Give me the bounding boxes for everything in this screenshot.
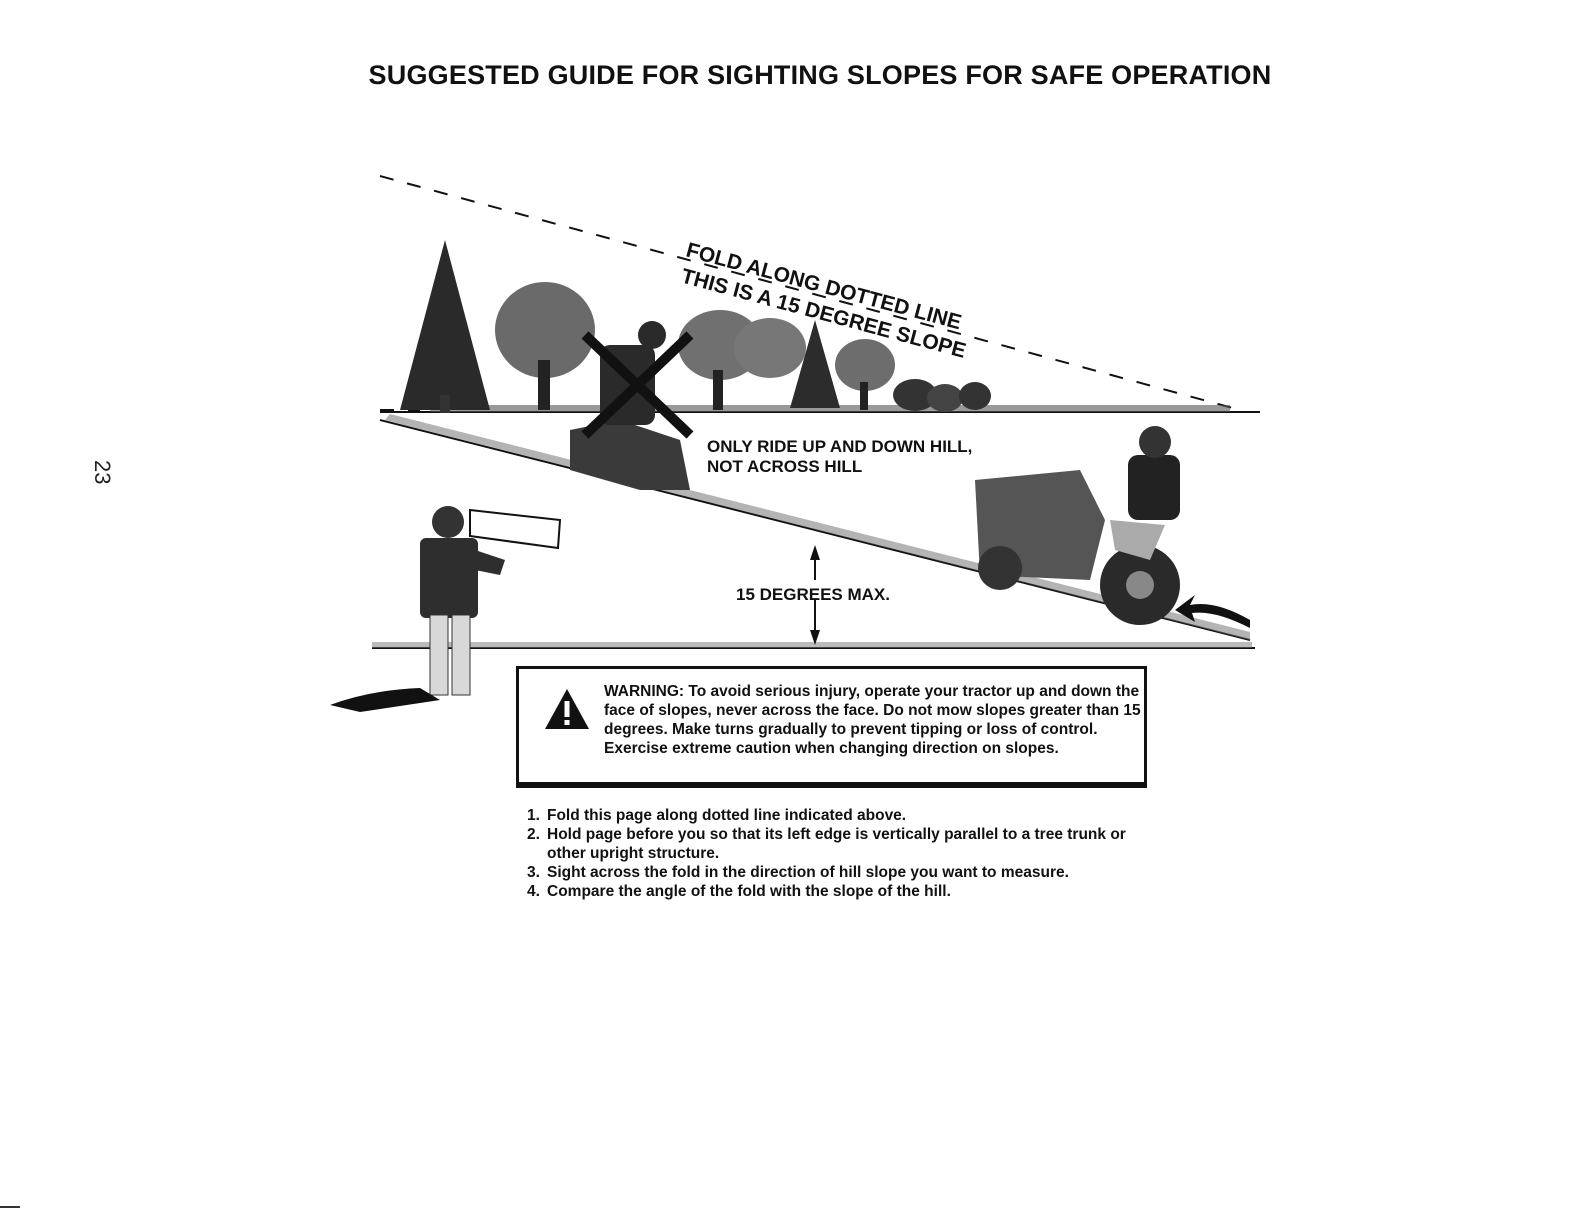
tree-icon [734,318,806,378]
instruction-list: 1.Fold this page along dotted line indic… [527,806,1147,901]
page-title: SUGGESTED GUIDE FOR SIGHTING SLOPES FOR … [368,60,1272,90]
tractor-up-hill-icon [975,426,1180,625]
fold-dotted-line [379,175,1241,411]
bush-icon [959,382,991,410]
instruction-item: 4.Compare the angle of the fold with the… [527,883,951,900]
corner-mark [0,1206,20,1208]
tractor-across-hill-icon [570,321,694,490]
folded-page-icon [469,508,562,550]
man-sighting-icon [330,506,562,712]
warning-box: WARNING: To avoid serious injury, operat… [516,666,1147,788]
ride-label-line2: NOT ACROSS HILL [707,457,862,476]
tree-icon [835,339,895,391]
instruction-item: 2.Hold page before you so that its left … [527,826,1126,862]
shadow-icon [330,688,440,712]
direction-arrow-icon [1175,595,1250,628]
ground-grass [372,642,1252,648]
pine-tree-icon [790,320,840,408]
slope-illustration: FOLD ALONG DOTTED LINE THIS IS A 15 DEGR… [330,175,1260,712]
warning-text: WARNING: To avoid serious injury, operat… [604,683,1141,757]
ride-label-line1: ONLY RIDE UP AND DOWN HILL, [707,437,972,456]
instruction-item: 1.Fold this page along dotted line indic… [527,807,907,824]
tree-group [400,240,991,413]
pine-tree-icon [400,240,490,410]
horizon-grass [430,405,1230,412]
bush-icon [927,384,963,412]
bush-icon [893,379,937,411]
tree-icon [495,282,595,378]
angle-label: 15 DEGREES MAX. [736,585,890,604]
instruction-item: 3.Sight across the fold in the direction… [527,864,1069,881]
warning-triangle-icon [545,689,589,729]
